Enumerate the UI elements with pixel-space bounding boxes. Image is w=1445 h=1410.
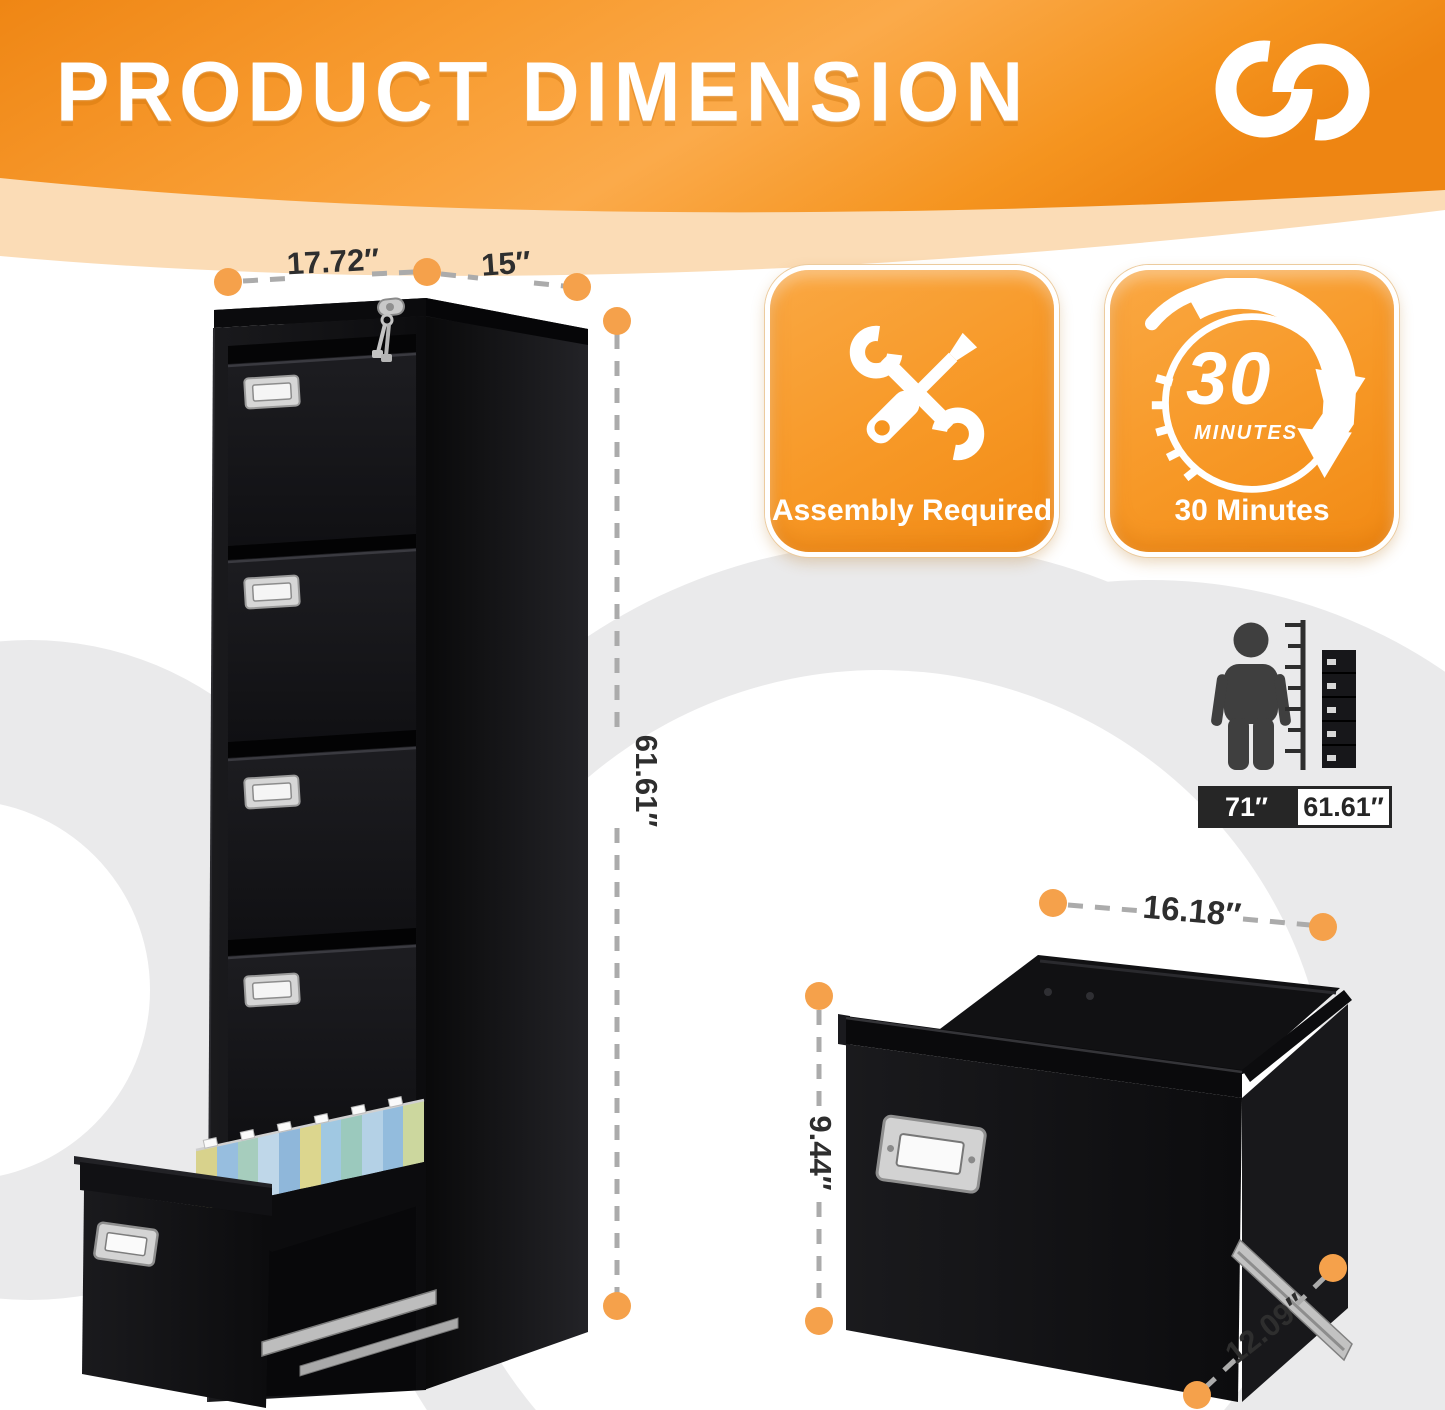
assembly-required-badge: Assembly Required <box>765 265 1059 557</box>
height-comparison-bar: 71″ 61.61″ <box>1198 786 1392 828</box>
wrench-screwdriver-icon <box>849 325 985 461</box>
single-drawer-detail-illustration <box>838 955 1353 1402</box>
cabinet-width-label: 17.72″ <box>285 241 381 282</box>
height-comparison-graphic <box>1211 620 1356 770</box>
dimension-dots <box>214 258 1347 1409</box>
cabinet-depth-label: 15″ <box>480 244 532 283</box>
brand-logo-icon <box>1215 40 1370 141</box>
mini-cabinet-icon <box>1322 650 1356 768</box>
cabinet-height-value: 61.61″ <box>1295 786 1392 828</box>
detail-drawer-label-holder <box>875 1114 987 1194</box>
hanging-file-folders <box>195 1096 425 1212</box>
drawer-height-label: 9.44″ <box>803 1115 838 1191</box>
timer-number: 30 <box>1186 337 1273 420</box>
dimension-annotations <box>242 269 1327 1388</box>
assembly-required-label: Assembly Required <box>771 494 1053 527</box>
open-drawer-label-holder <box>93 1221 159 1267</box>
page-title: PRODUCT DIMENSION <box>56 44 1030 139</box>
timer-unit: MINUTES <box>1194 422 1298 444</box>
ruler-icon <box>1285 620 1306 770</box>
open-drawer-with-files <box>74 1096 459 1408</box>
person-height-value: 71″ <box>1198 786 1295 828</box>
thirty-minutes-label: 30 Minutes <box>1174 494 1330 527</box>
header-banner <box>0 0 1445 276</box>
lock-and-keys-icon <box>372 297 405 362</box>
cabinet-height-label: 61.61″ <box>629 734 664 828</box>
drawer-label-holders <box>243 374 301 1008</box>
person-icon <box>1211 622 1291 770</box>
timer-clock-icon <box>1145 278 1366 493</box>
drawer-slide-rails <box>261 1288 459 1377</box>
thirty-minutes-badge: 30 MINUTES 30 Minutes <box>1105 265 1399 557</box>
